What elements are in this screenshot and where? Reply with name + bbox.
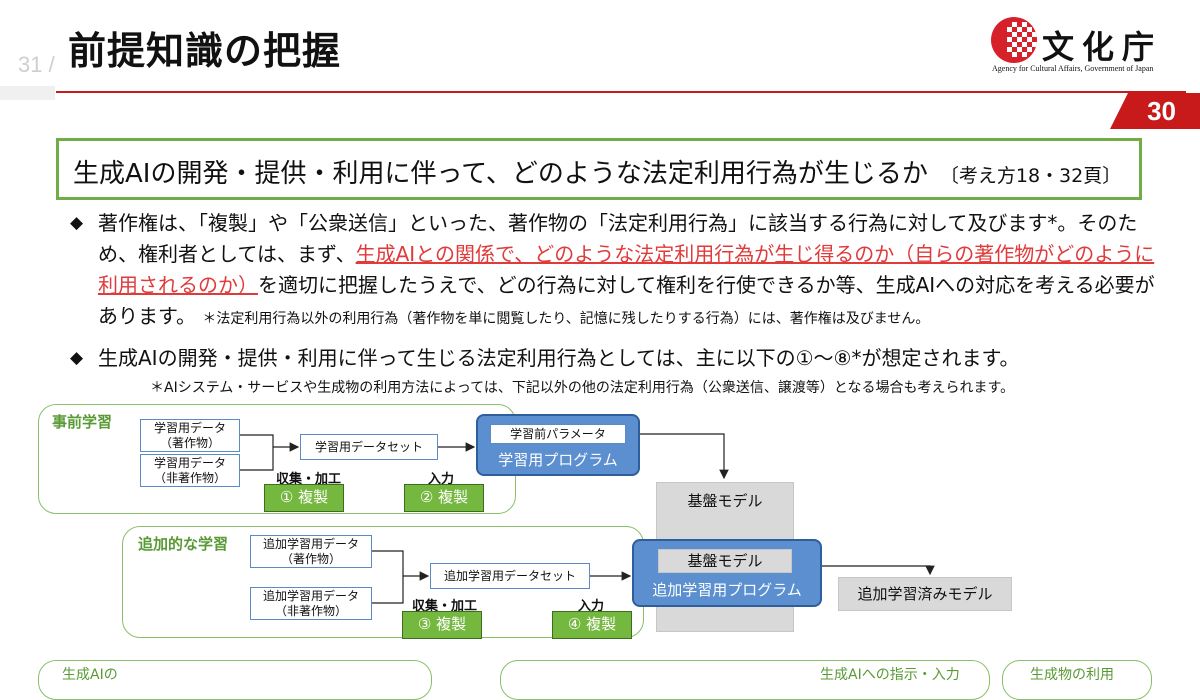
copy-act-2: ② 複製 — [404, 484, 484, 512]
page-number: 30 — [1110, 93, 1200, 129]
question-box: 生成AIの開発・提供・利用に伴って、どのような法定利用行為が生じるか〔考え方18… — [56, 138, 1142, 200]
diagram-connectors — [240, 433, 935, 604]
pretrain-label: 事前学習 — [52, 413, 113, 431]
emphasis-text: 生成AIとの関係で、どのような法定利用行為が生じ得るのか（自らの著作物がどのよう… — [98, 242, 1155, 297]
ghost-page-indicator: 31 / — [18, 52, 55, 77]
base-model-label: 基盤モデル — [687, 492, 763, 510]
logo-subtitle: Agency for Cultural Affairs, Government … — [992, 64, 1154, 73]
pretrain-param: 学習前パラメータ — [490, 424, 626, 444]
page-title: 前提知識の把握 — [68, 29, 342, 73]
pretrain-data-copyrighted: 学習用データ（著作物） — [140, 419, 240, 452]
ghost-bar — [0, 86, 55, 100]
bullet-body: 著作権は、「複製」や「公衆送信」といった、著作物の「法定利用行為」に該当する行為… — [98, 211, 1155, 328]
agency-logo: 文化庁 Agency for Cultural Affairs, Governm… — [988, 14, 1188, 80]
bullet-footnote-2: ＊AIシステム・サービスや生成物の利用方法によっては、下記以外の他の法定利用行為… — [150, 380, 1015, 396]
additional-collect-label: 収集・加工 — [412, 599, 478, 614]
additional-program-label: 追加学習用プログラム — [652, 581, 802, 599]
pretrain-collect-label: 収集・加工 — [276, 472, 342, 487]
additional-program: 基盤モデル 追加学習用プログラム — [632, 539, 822, 607]
pretrain-dataset: 学習用データセット — [300, 434, 438, 460]
bullet-footnote: ＊法定利用行為以外の利用行為（著作物を単に閲覧したり、記憶に残したりする行為）に… — [202, 311, 930, 327]
bottom-group-3-label: 生成物の利用 — [1030, 667, 1114, 683]
logo-text: 文化庁 — [1042, 28, 1163, 66]
bullet-copyright: ◆ 著作権は、「複製」や「公衆送信」といった、著作物の「法定利用行為」に該当する… — [70, 208, 1160, 335]
header-divider — [56, 91, 1186, 93]
pretrain-data-noncopyrighted: 学習用データ（非著作物） — [140, 454, 240, 487]
pretrain-input-label: 入力 — [428, 472, 455, 487]
additional-data-copyrighted: 追加学習用データ（著作物） — [250, 535, 372, 568]
question-text: 生成AIの開発・提供・利用に伴って、どのような法定利用行為が生じるか〔考え方18… — [73, 153, 1121, 190]
bottom-group-1-label: 生成AIの — [62, 667, 118, 683]
checker-logo-icon — [991, 17, 1037, 63]
inner-base-model: 基盤モデル — [658, 549, 792, 573]
diamond-bullet-icon: ◆ — [70, 348, 84, 368]
pretrain-program: 学習前パラメータ 学習用プログラム — [476, 414, 640, 476]
diamond-bullet-icon: ◆ — [70, 213, 84, 233]
question-main: 生成AIの開発・提供・利用に伴って、どのような法定利用行為が生じるか — [73, 159, 928, 189]
bullet-acts: ◆ 生成AIの開発・提供・利用に伴って生じる法定利用行為としては、主に以下の①～… — [70, 343, 1160, 374]
additional-data-noncopyrighted: 追加学習用データ（非著作物） — [250, 587, 372, 620]
additional-input-label: 入力 — [578, 599, 605, 614]
question-reference: 〔考え方18・32頁〕 — [939, 165, 1122, 187]
additional-trained-model: 追加学習済みモデル — [838, 577, 1012, 611]
bottom-group-2-label: 生成AIへの指示・入力 — [820, 667, 960, 683]
additional-label: 追加的な学習 — [138, 535, 229, 553]
bullet-body: 生成AIの開発・提供・利用に伴って生じる法定利用行為としては、主に以下の①～⑧*… — [98, 346, 1020, 370]
copy-act-4: ④ 複製 — [552, 611, 632, 639]
copy-act-3: ③ 複製 — [402, 611, 482, 639]
additional-dataset: 追加学習用データセット — [430, 563, 590, 589]
pretrain-program-label: 学習用プログラム — [498, 451, 618, 469]
copy-act-1: ① 複製 — [264, 484, 344, 512]
